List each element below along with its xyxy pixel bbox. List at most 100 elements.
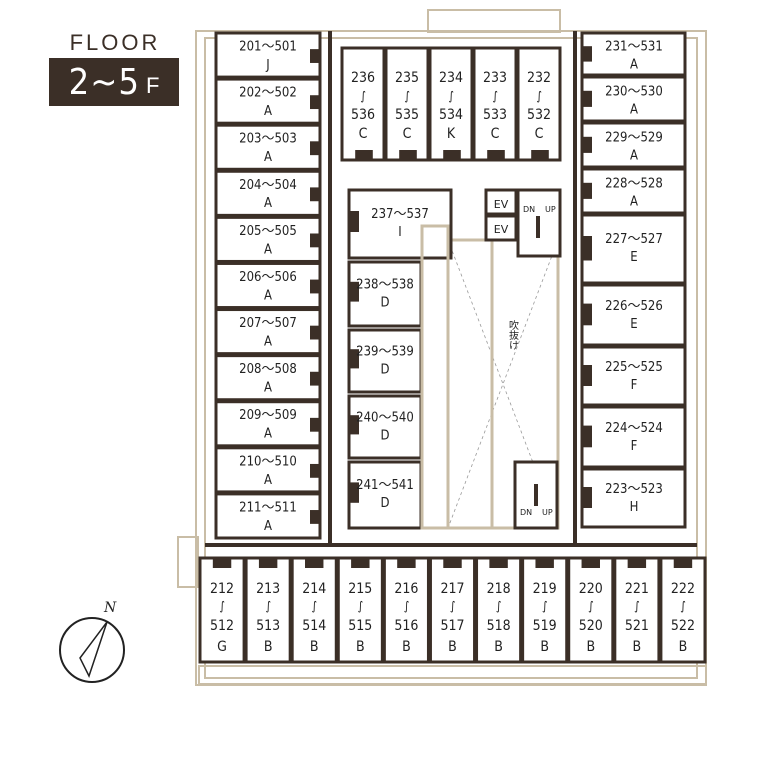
room-number-bottom: 535	[395, 107, 419, 123]
room-number-top: 217	[440, 581, 464, 597]
door-mark	[310, 371, 320, 386]
room-wall	[214, 77, 322, 125]
room-wall	[214, 261, 322, 310]
room-number-top: 215	[348, 581, 372, 597]
room-number-top: 219	[533, 581, 557, 597]
room-wall	[516, 46, 562, 162]
range-mark: ∫	[680, 599, 686, 613]
room-number: 237～537	[371, 207, 429, 222]
room-number-top: 235	[395, 70, 419, 86]
room-number-top: 233	[483, 70, 507, 86]
room-wall	[347, 460, 423, 530]
door-mark	[582, 46, 592, 62]
door-mark	[349, 415, 359, 435]
door-mark	[582, 236, 592, 261]
room-type: A	[264, 150, 272, 165]
room-number: 231～531	[605, 40, 663, 55]
range-mark: ∫	[496, 599, 502, 613]
door-mark	[582, 182, 592, 199]
room-number: 207～507	[239, 316, 297, 331]
room-number-top: 234	[439, 70, 463, 86]
room-number-bottom: 521	[625, 618, 649, 634]
room-type: A	[630, 102, 638, 117]
room-number-top: 232	[527, 70, 551, 86]
room-type: F	[631, 378, 638, 393]
room-wall	[472, 46, 518, 162]
room-wall	[290, 556, 338, 664]
room-type: A	[630, 148, 638, 163]
room-number: 240～540	[356, 411, 414, 426]
bottom-balcony	[198, 665, 707, 685]
room-type: B	[402, 639, 411, 655]
door-mark	[310, 187, 320, 202]
room-wall	[214, 215, 322, 263]
room-wall	[214, 308, 322, 356]
room-number: 201～501	[239, 40, 297, 55]
range-mark: ∫	[536, 89, 542, 103]
room-number: 208～508	[239, 362, 297, 377]
room-type: B	[494, 639, 503, 655]
room-wall	[214, 169, 322, 217]
room-wall	[347, 188, 453, 260]
room-number: 223～523	[605, 482, 663, 497]
door-mark	[349, 349, 359, 369]
range-mark: ∫	[450, 599, 456, 613]
room-number: 238～538	[356, 277, 414, 292]
room-wall	[580, 167, 687, 215]
room-type: C	[491, 126, 500, 142]
room-type: B	[448, 639, 457, 655]
room-wall	[580, 467, 687, 529]
room-wall	[580, 283, 687, 347]
door-mark	[582, 425, 592, 448]
door-mark	[582, 365, 592, 386]
room-number: 211～511	[239, 500, 297, 515]
room-wall	[214, 123, 322, 171]
door-mark	[349, 211, 359, 232]
door-mark	[673, 558, 693, 568]
light-well	[420, 224, 450, 530]
door-mark	[258, 558, 278, 568]
compass: N	[59, 600, 125, 683]
